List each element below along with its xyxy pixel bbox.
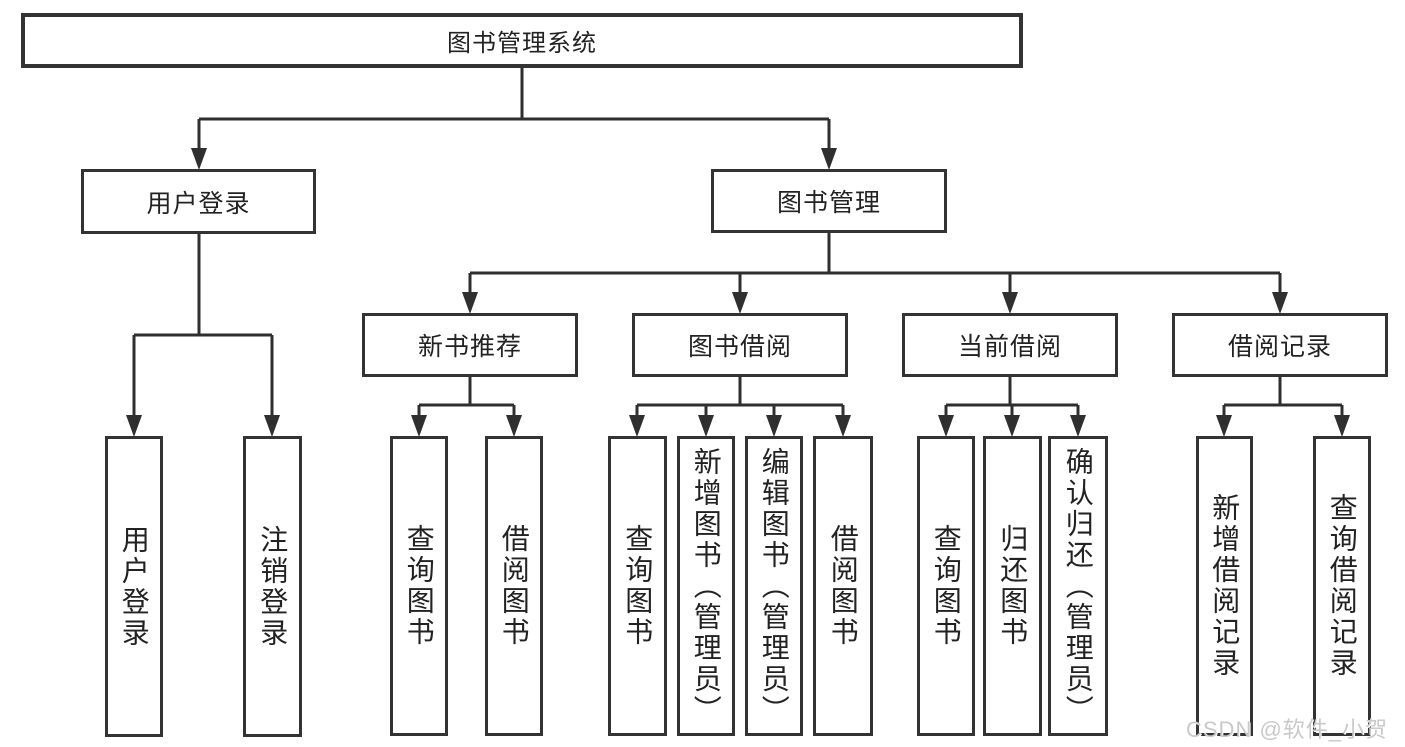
connector-root-to-level2 — [197, 68, 831, 150]
leaf-edit-books-admin: 编辑图书（管理员） — [745, 436, 803, 736]
leaf-query-books-current: 查询图书 — [917, 436, 975, 736]
leaf-confirm-return-admin: 确认归还（管理员） — [1048, 436, 1108, 736]
leaf-borrow-books-newbook: 借阅图书 — [485, 436, 543, 736]
leaf-query-books-newbook: 查询图书 — [390, 436, 448, 736]
leaf-add-books-admin: 新增图书（管理员） — [677, 436, 735, 736]
connector-current-to-leaves — [944, 377, 1080, 418]
connector-records-to-leaves — [1222, 377, 1344, 418]
node-borrowing-records: 借阅记录 — [1172, 313, 1388, 377]
node-new-book-recommendation: 新书推荐 — [362, 313, 578, 377]
leaf-add-borrow-record: 新增借阅记录 — [1196, 436, 1253, 736]
node-user-login: 用户登录 — [81, 169, 316, 234]
leaf-query-books-borrow: 查询图书 — [608, 436, 667, 736]
leaf-user-login: 用户登录 — [105, 436, 163, 737]
csdn-watermark: CSDN @软件_小贺同学 — [1186, 717, 1389, 742]
connector-newbook-to-leaves — [417, 377, 516, 418]
node-current-borrowing: 当前借阅 — [902, 313, 1118, 377]
node-book-management: 图书管理 — [711, 169, 947, 233]
leaf-query-borrow-record: 查询借阅记录 — [1313, 436, 1371, 736]
leaf-logout: 注销登录 — [243, 436, 302, 737]
connector-borrow-to-leaves — [635, 377, 845, 418]
connector-bookmgmt-to-level3 — [468, 233, 1282, 295]
leaf-borrow-books: 借阅图书 — [813, 436, 873, 736]
node-library-management-system: 图书管理系统 — [21, 13, 1023, 68]
leaf-return-books: 归还图书 — [983, 436, 1042, 736]
connector-userlogin-to-leaves — [132, 234, 274, 418]
node-book-borrowing: 图书借阅 — [632, 313, 848, 377]
